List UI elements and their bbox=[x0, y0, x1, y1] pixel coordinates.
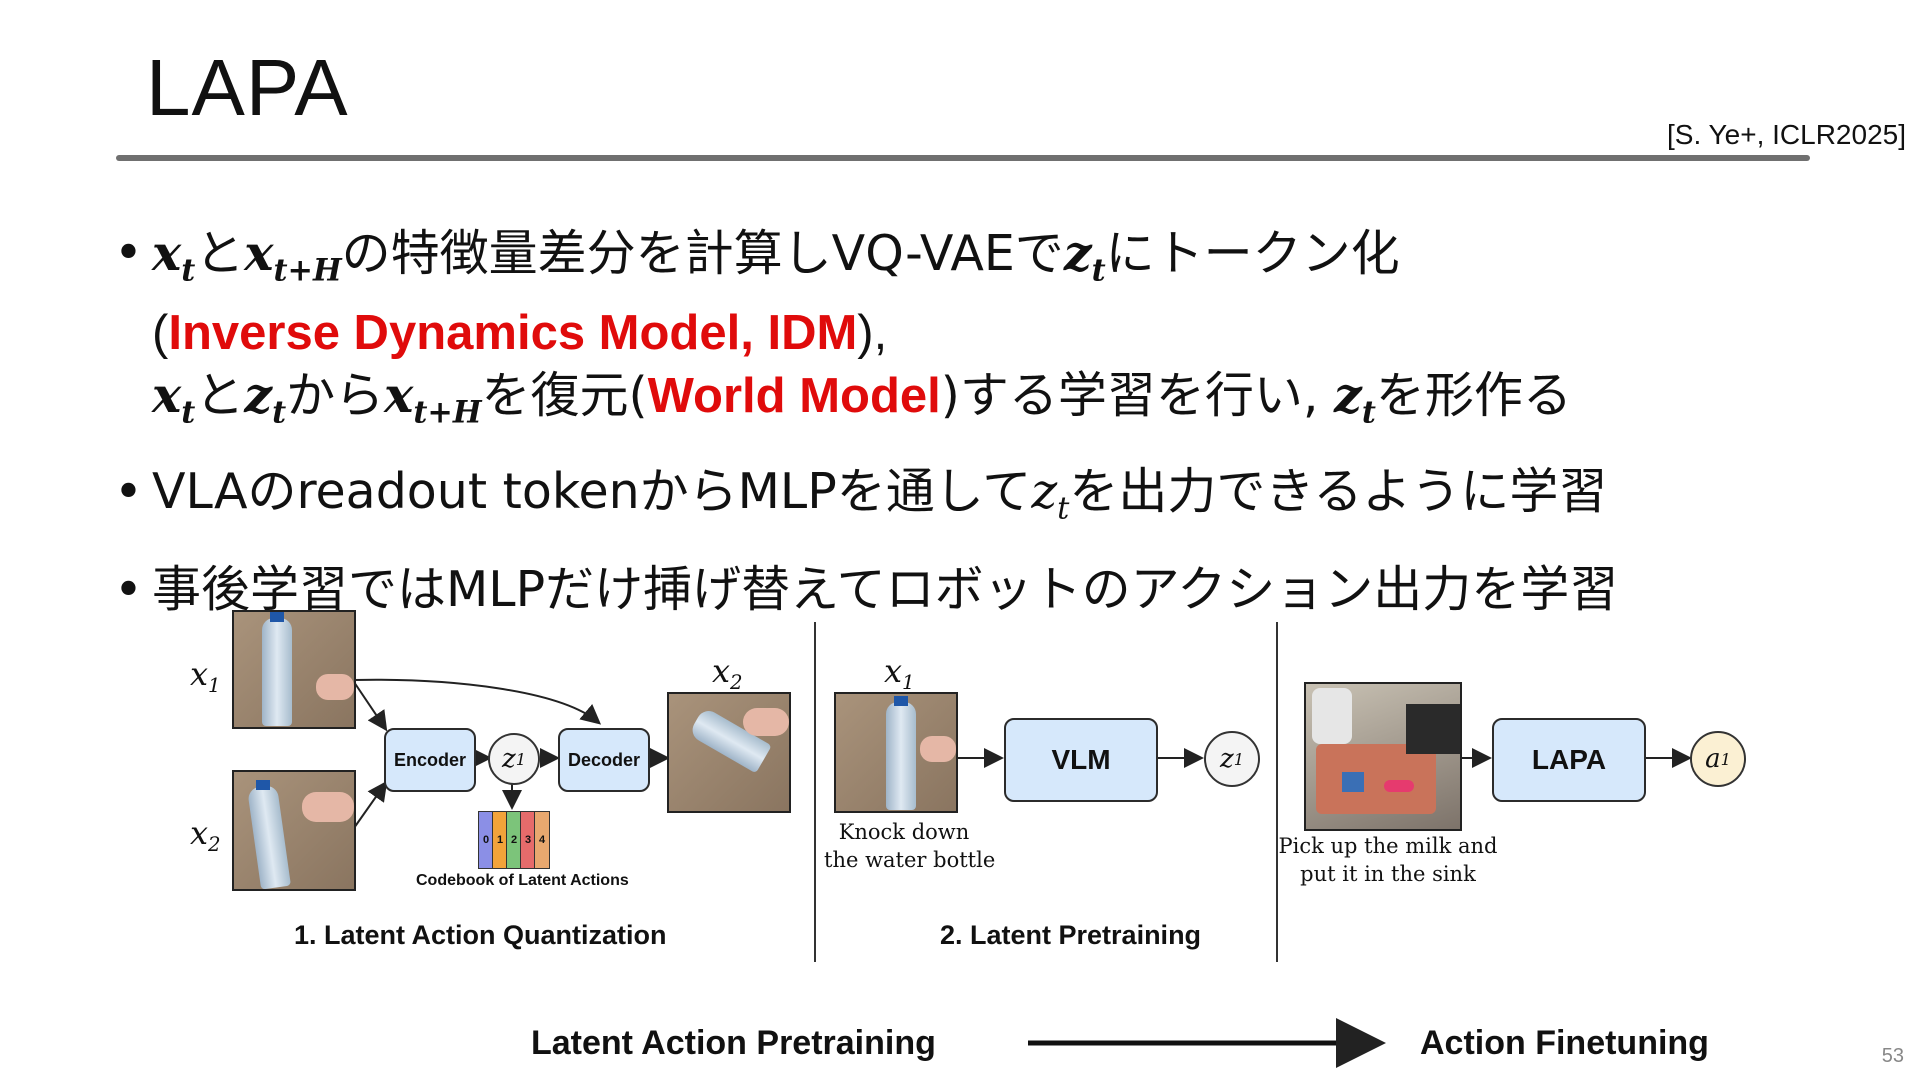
label-x1-vlm: x1 bbox=[884, 652, 915, 694]
stage-1-label: 1. Latent Action Quantization bbox=[294, 920, 667, 950]
slide-title: LAPA bbox=[146, 43, 349, 132]
image-x2-output bbox=[667, 692, 791, 813]
citation: [S. Ye+, ICLR2025] bbox=[1667, 119, 1906, 150]
label-x2-output: x2 bbox=[712, 652, 743, 694]
codebook-label: Codebook of Latent Actions bbox=[416, 872, 629, 889]
encoder-box: Encoder bbox=[384, 728, 476, 792]
bullet-2: • VLAのreadout tokenからMLPを通してztを出力できるように学… bbox=[114, 463, 1608, 527]
bullet-3: • 事後学習ではMLPだけ挿げ替えてロボットのアクション出力を学習 bbox=[112, 559, 1872, 621]
title-divider bbox=[116, 155, 1810, 161]
pretraining-label: Latent Action Pretraining bbox=[531, 1024, 936, 1062]
figure-connectors bbox=[353, 622, 1692, 1068]
bullet-list: • xtとxt+Hの特徴量差分を計算しVQ-VAEでztにトークン化 (Inve… bbox=[112, 222, 1872, 621]
bullet-dot: • bbox=[114, 224, 143, 281]
math-x-t-plus-h: xt+H bbox=[384, 365, 482, 431]
image-x2-bottle bbox=[232, 770, 356, 891]
label-x2: x2 bbox=[190, 814, 221, 856]
bullet-1: • xtとxt+Hの特徴量差分を計算しVQ-VAEでztにトークン化 (Inve… bbox=[112, 222, 1872, 443]
image-x1-bottle bbox=[232, 610, 356, 729]
bullet-dot: • bbox=[114, 463, 143, 521]
math-x-t: xt bbox=[152, 224, 196, 289]
text: にトークン化 bbox=[1105, 225, 1400, 282]
vlm-box: VLM bbox=[1004, 718, 1158, 802]
bullet-1-line-1: xtとxt+Hの特徴量差分を計算しVQ-VAEでztにトークン化 bbox=[152, 222, 1872, 302]
label-x1: x1 bbox=[190, 655, 221, 697]
codebook-cell-4: 4 bbox=[534, 811, 550, 869]
bullet-1-line-2: (Inverse Dynamics Model, IDM), bbox=[152, 305, 888, 360]
lapa-box: LAPA bbox=[1492, 718, 1646, 802]
decoder-box: Decoder bbox=[558, 728, 650, 792]
bullet-dot: • bbox=[114, 560, 143, 618]
idm-highlight: Inverse Dynamics Model, IDM bbox=[168, 305, 858, 360]
image-robot-kitchen bbox=[1304, 682, 1462, 831]
page-number: 53 bbox=[1881, 1045, 1904, 1067]
math-z-t: zt bbox=[244, 365, 287, 431]
stage-2-label: 2. Latent Pretraining bbox=[940, 920, 1202, 950]
world-model-highlight: World Model bbox=[647, 368, 941, 423]
math-z-t: zt bbox=[1334, 365, 1376, 431]
text: と bbox=[195, 225, 245, 282]
math-x-t: xt bbox=[152, 365, 196, 431]
text: の特徴量差分を計算しVQ-VAEで bbox=[341, 225, 1064, 282]
math-x-t-plus-h: xt+H bbox=[244, 224, 342, 289]
finetuning-label: Action Finetuning bbox=[1420, 1024, 1709, 1062]
bullet-1-line-3: xtとztからxt+Hを復元(World Model)する学習を行い, ztを形… bbox=[152, 365, 1572, 431]
image-vlm-input bbox=[834, 692, 958, 813]
math-z-t: zt bbox=[1031, 463, 1070, 527]
math-z-t: zt bbox=[1063, 224, 1106, 289]
